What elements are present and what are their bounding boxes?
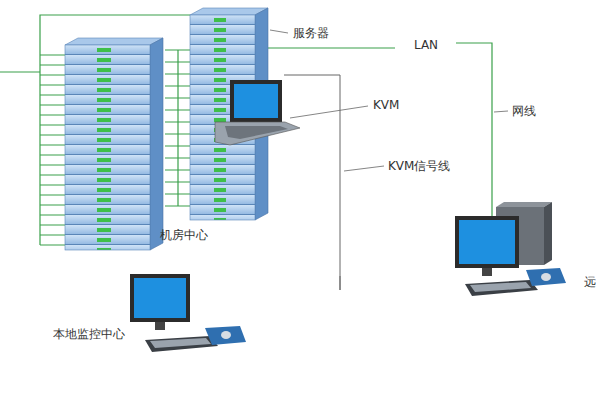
edge-label: KVM信号线 [386, 159, 452, 173]
leader-line [290, 106, 368, 118]
part-label: KVM [371, 98, 401, 112]
lan-cloud: LAN [393, 22, 459, 64]
local-computer [130, 274, 246, 352]
leader-line [494, 111, 508, 112]
remote-monitor-area: 远 [375, 215, 600, 340]
node-label: LAN [414, 38, 438, 52]
edge-label: 网线 [510, 104, 538, 118]
node-label: 机房中心 [160, 228, 208, 242]
remote-monitor-area-outline [375, 215, 600, 340]
kvm-console [215, 80, 300, 145]
local-monitor-area: 本地监控中心 [35, 280, 350, 398]
network-line [362, 48, 395, 49]
server-room-floor: 机房中心 [0, 10, 362, 276]
node-label: 本地监控中心 [53, 327, 125, 341]
leader-line [270, 30, 288, 33]
node-label: 远 [584, 275, 596, 289]
network-cables [0, 15, 362, 245]
remote-computer [455, 202, 566, 296]
server-rack [65, 38, 163, 250]
kvm-wire [284, 75, 340, 290]
part-label: 服务器 [291, 26, 331, 40]
kvm-signal-line [340, 276, 341, 290]
leader-line [344, 166, 384, 171]
